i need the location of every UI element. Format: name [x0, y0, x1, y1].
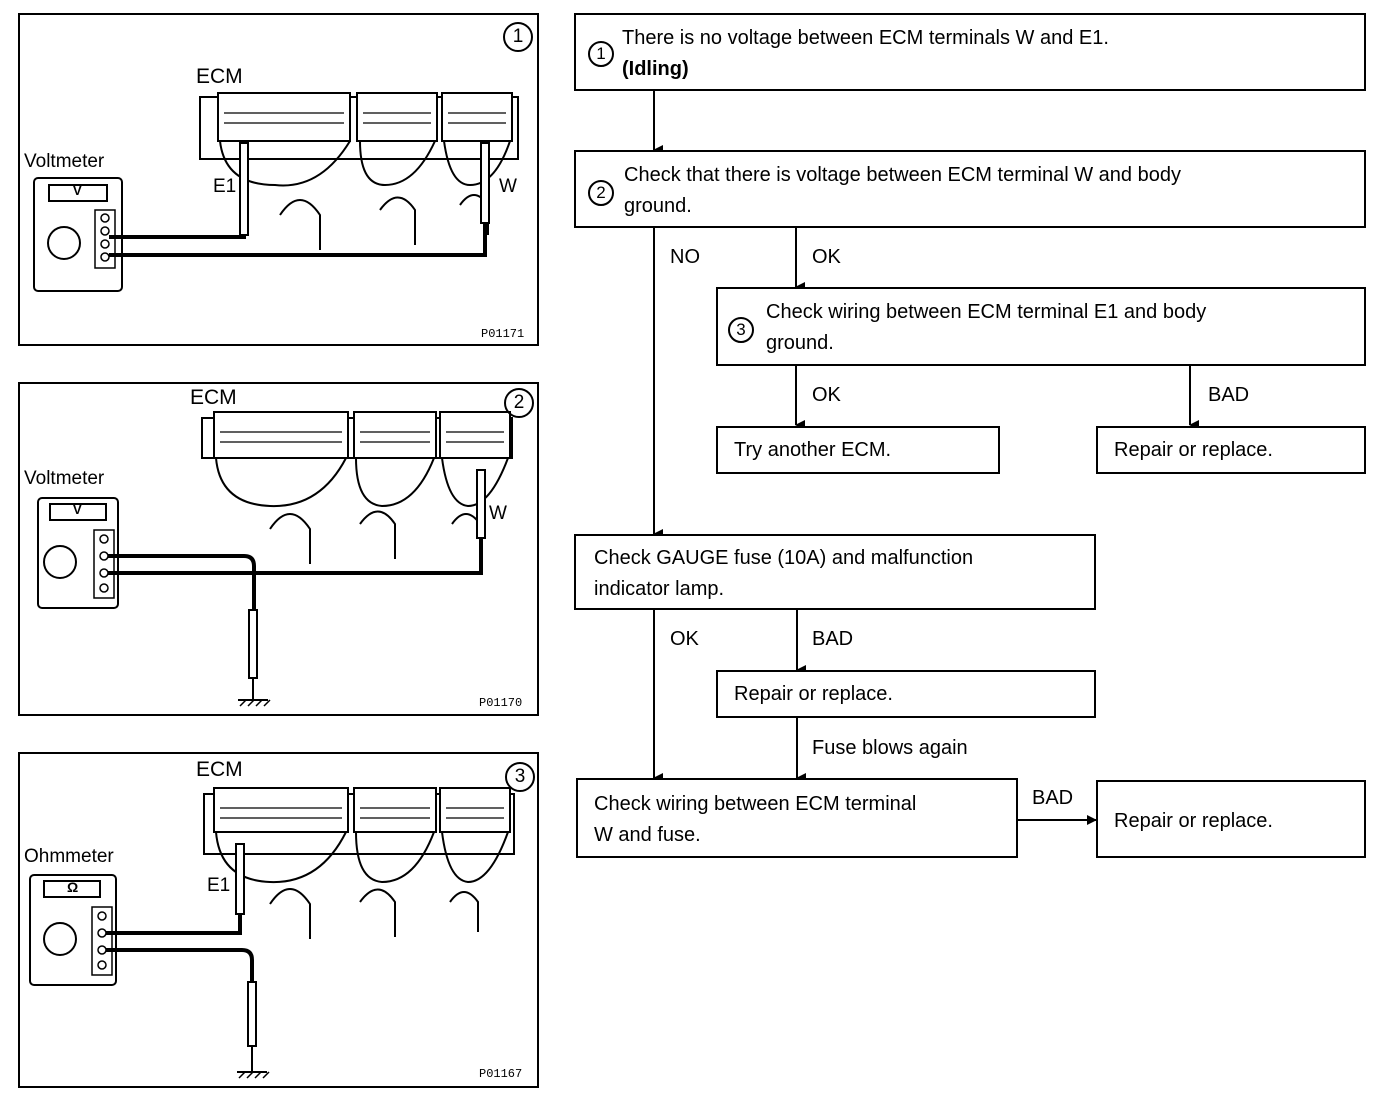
label-bad-step3: BAD — [1208, 384, 1250, 406]
try-another-ecm-box: Try another ECM. — [716, 426, 1000, 474]
diagram-panel-1: 1 ECM Voltmeter V E1 W P01171 — [18, 13, 539, 346]
panel-3-meter-label: Ohmmeter — [24, 846, 114, 867]
panel-2-ecm-label: ECM — [190, 386, 237, 409]
panel-3-probe-e1: E1 — [207, 875, 231, 896]
panel-1-drawing — [33, 92, 519, 292]
step-3-line-1: Check wiring between ECM terminal E1 and… — [766, 301, 1207, 323]
panel-1-meter-label: Voltmeter — [24, 151, 105, 172]
repair-box-2: Repair or replace. — [716, 670, 1096, 718]
panel-1-code: P01171 — [481, 327, 525, 341]
try-another-ecm-text: Try another ECM. — [734, 439, 892, 461]
repair-box-3: Repair or replace. — [1096, 780, 1366, 858]
panel-2-probe-w: W — [489, 503, 507, 524]
panel-1-probe-e1: E1 — [213, 176, 237, 197]
step-3-number: 3 — [728, 317, 754, 343]
step-2-number: 2 — [588, 180, 614, 206]
label-ok-step2: OK — [812, 246, 841, 268]
diagram-panel-3: 3 ECM Ohmmeter Ω E1 P01167 — [18, 752, 539, 1088]
wiring-check-box: Check wiring between ECM terminal W and … — [576, 778, 1018, 858]
panel-1-meter-symbol: V — [73, 183, 82, 198]
wiring-line-2: W and fuse. — [594, 824, 701, 846]
panel-3-ecm-label: ECM — [196, 758, 243, 781]
wiring-line-1: Check wiring between ECM terminal — [594, 793, 917, 815]
panel-1-number: 1 — [503, 22, 533, 52]
repair-text-3: Repair or replace. — [1114, 810, 1273, 832]
panel-2-number: 2 — [504, 388, 534, 418]
gauge-check-box: Check GAUGE fuse (10A) and malfunction i… — [574, 534, 1096, 610]
panel-2-meter-symbol: V — [73, 502, 82, 517]
panel-2-meter-label: Voltmeter — [24, 468, 105, 489]
label-no: NO — [670, 246, 700, 268]
diagram-panel-2: 2 ECM Voltmeter V W P01170 — [18, 382, 539, 716]
panel-3-drawing — [29, 787, 515, 1079]
repair-text-1: Repair or replace. — [1114, 439, 1273, 461]
label-bad-wiring: BAD — [1032, 787, 1074, 809]
repair-box-1: Repair or replace. — [1096, 426, 1366, 474]
step-1-box: 1 There is no voltage between ECM termin… — [574, 13, 1366, 91]
label-ok-gauge: OK — [670, 628, 699, 650]
panel-3-number: 3 — [505, 762, 535, 792]
step-1-number: 1 — [588, 41, 614, 67]
label-ok-step3: OK — [812, 384, 841, 406]
panel-1-ecm-label: ECM — [196, 65, 243, 88]
gauge-line-2: indicator lamp. — [594, 578, 725, 600]
panel-3-code: P01167 — [479, 1067, 523, 1081]
panel-3-meter-symbol: Ω — [67, 879, 79, 895]
step-3-line-2: ground. — [766, 332, 834, 354]
step-1-line-2: (Idling) — [622, 58, 689, 80]
gauge-line-1: Check GAUGE fuse (10A) and malfunction — [594, 547, 974, 569]
step-3-box: 3 Check wiring between ECM terminal E1 a… — [716, 287, 1366, 366]
step-2-line-1: Check that there is voltage between ECM … — [624, 164, 1181, 186]
panel-2-drawing — [37, 411, 513, 707]
panel-1-probe-w: W — [499, 176, 517, 197]
step-1-line-1: There is no voltage between ECM terminal… — [622, 27, 1109, 49]
repair-text-2: Repair or replace. — [734, 683, 893, 705]
step-2-box: 2 Check that there is voltage between EC… — [574, 150, 1366, 228]
label-bad-gauge: BAD — [812, 628, 854, 650]
label-fuse-blows: Fuse blows again — [812, 737, 968, 759]
step-2-line-2: ground. — [624, 195, 692, 217]
panel-2-code: P01170 — [479, 696, 523, 710]
